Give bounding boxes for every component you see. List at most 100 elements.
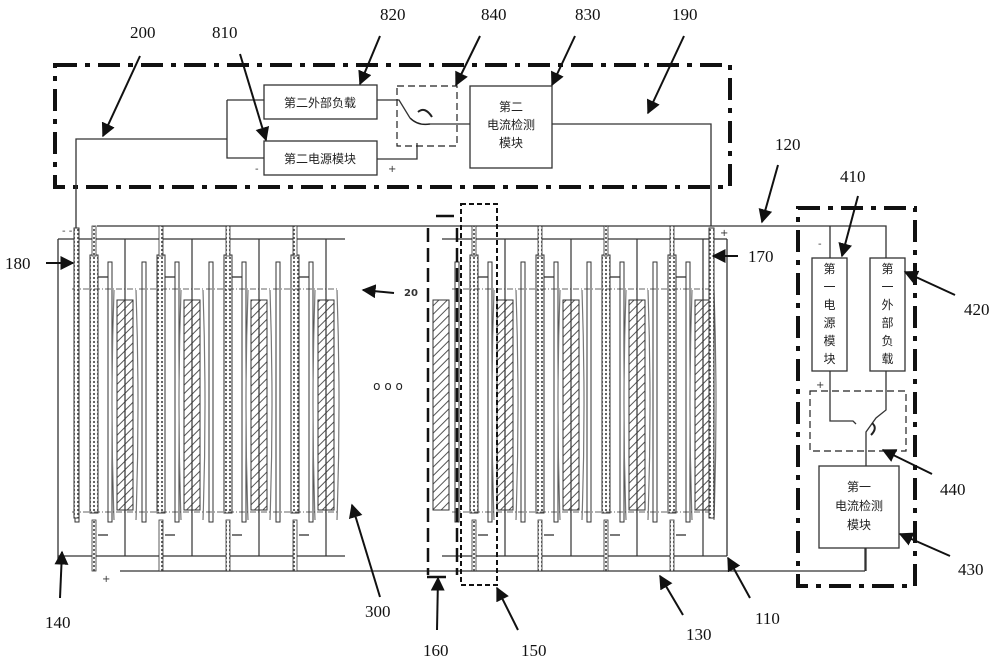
first-circuit-enclosure [796,206,917,588]
seal [623,289,627,521]
plate-tab [225,225,231,257]
first-external-load [869,257,906,372]
label-820: 820 [380,5,406,24]
label-420: 420 [964,300,990,319]
bipolar-plate [156,254,166,514]
seal [515,289,519,521]
label-200: 200 [130,23,156,42]
plate-tab [471,519,477,572]
first-current-detection-module: 第一 电流检测 模块 [818,465,900,549]
label-190: 190 [672,5,698,24]
label-160: 160 [423,641,449,660]
vertical-char: 载 [881,352,893,366]
seal [557,289,561,521]
plate-tab [669,519,675,572]
second-current-detection-module: 第二 电流检测 模块 [469,85,553,169]
seal [689,289,693,521]
second-cd-line1: 第二 [499,100,523,114]
label-410: 410 [840,167,866,186]
first-power-minus: - [818,239,822,250]
bipolar-plate [89,254,99,514]
first-power-module: - + [811,239,848,391]
seal [202,289,206,521]
electrode [520,261,526,523]
vertical-char: 部 [881,315,893,330]
electrode [174,261,180,523]
first-cd-line3: 模块 [847,518,871,532]
first-switch [809,390,907,452]
label-170: 170 [748,247,774,266]
label-110: 110 [755,609,780,628]
stack-ellipsis: o o o [373,379,403,393]
first-power-plus: + [816,380,824,391]
label-840: 840 [481,5,507,24]
vertical-char: 一 [881,280,893,294]
electrode [652,261,658,523]
left-cell-stack [72,225,340,572]
label-300: 300 [365,602,391,621]
vertical-char: 第 [881,262,893,276]
vertical-char: 一 [823,280,835,294]
electrode [275,261,281,523]
stack-left-plus: + [102,574,110,585]
first-cd-line1: 第一 [847,480,871,494]
seal [312,289,316,521]
bipolar-plate [667,254,677,514]
plate-tab [537,225,543,257]
label-440: 440 [940,480,966,499]
label-130: 130 [686,625,712,644]
vertical-char: 模 [823,334,835,348]
plate-tab [158,519,164,572]
second-external-load: 第二外部负载 [263,84,378,120]
region-150 [460,203,498,586]
plate-tab [91,225,97,257]
electrode [586,261,592,523]
vertical-char: 块 [823,352,835,366]
electrode [685,261,691,523]
seal [336,289,340,521]
seal [269,289,273,521]
seal [647,289,651,521]
second-circuit-wiring [75,99,712,232]
seal [713,289,717,521]
plate-tab [225,519,231,572]
seal [178,289,182,521]
plate-tab [669,225,675,257]
second-cd-line3: 模块 [499,136,523,150]
vertical-char: 第 [823,262,835,276]
electrode [553,261,559,523]
label-150: 150 [521,641,547,660]
seal [111,289,115,521]
plate-tab [537,519,543,572]
seal [491,289,495,521]
electrode [241,261,247,523]
second-power-module: 第二电源模块 - + [255,140,396,176]
electrode [141,261,147,523]
label-180: 180 [5,254,31,273]
second-power-module-label: 第二电源模块 [284,152,356,166]
membrane-electrode [432,299,450,511]
electrode [619,261,625,523]
vertical-char: 负 [881,334,893,348]
plate-tab [292,519,298,572]
electrode [308,261,314,523]
bipolar-plate [535,254,545,514]
plate-tab [292,225,298,257]
right-cell-stack [432,225,717,572]
first-cd-line2: 电流检测 [835,498,883,513]
second-cd-line2: 电流检测 [487,117,535,132]
end-plate-170 [708,227,715,519]
electrode [208,261,214,523]
bipolar-plate [223,254,233,514]
plate-tab [158,225,164,257]
label-120: 120 [775,135,801,154]
bipolar-plate [601,254,611,514]
electrode [487,261,493,523]
label-830: 830 [575,5,601,24]
seal [135,289,139,521]
plate-tab [91,519,97,572]
bipolar-plate [469,254,479,514]
reference-labels: 200 810 820 840 830 190 120 410 420 180 … [5,5,990,660]
label-430: 430 [958,560,984,579]
